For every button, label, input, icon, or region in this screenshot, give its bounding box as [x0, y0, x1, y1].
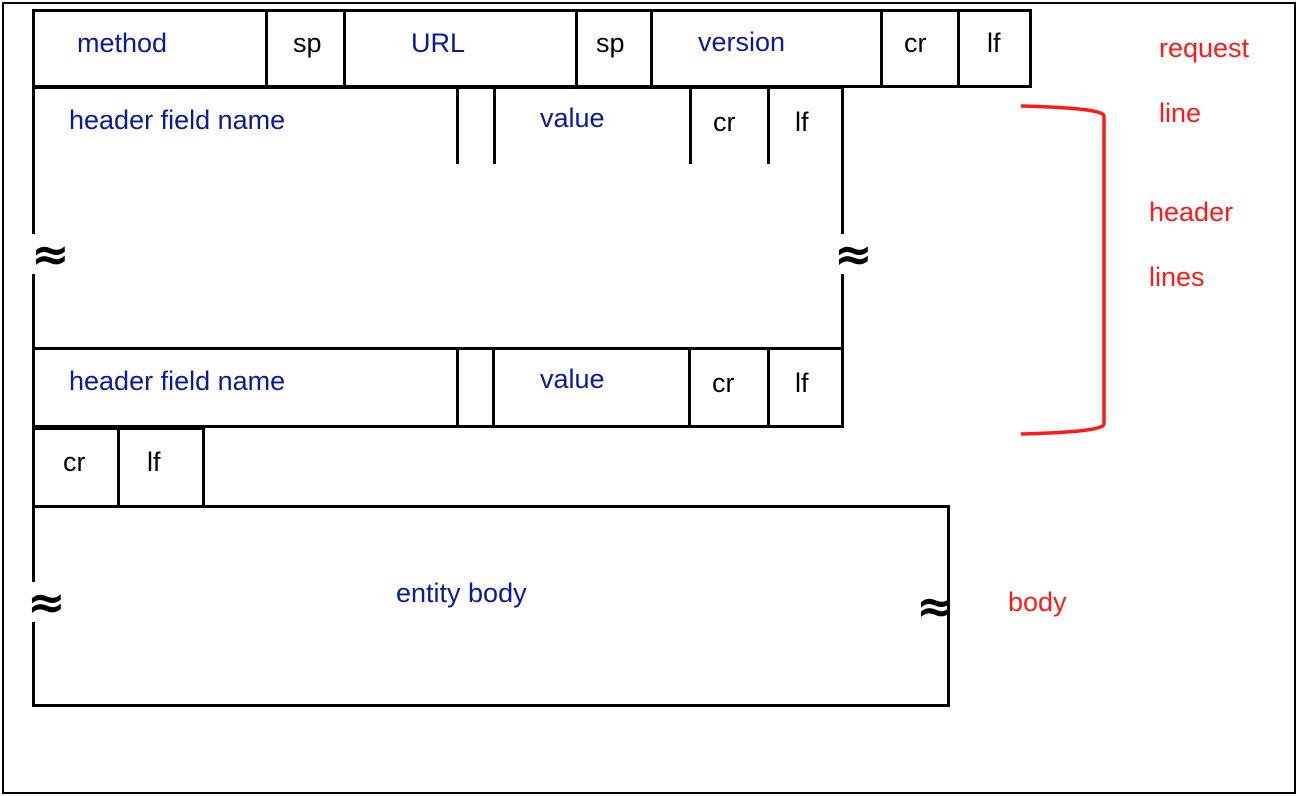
version-label: version	[698, 27, 786, 57]
blank-cr-label: cr	[63, 447, 86, 477]
header-value-label-1: value	[540, 103, 605, 133]
header-value-cell-2	[492, 347, 691, 428]
sp-cell-1	[265, 9, 346, 88]
additional-header-lines	[32, 164, 844, 350]
sp-label-2: sp	[596, 28, 625, 58]
sp-label-1: sp	[293, 28, 322, 58]
header-cr-label-2: cr	[712, 368, 735, 398]
header-lines-annotation-2: lines	[1149, 262, 1205, 292]
header-value-label-2: value	[540, 364, 605, 394]
method-label: method	[77, 28, 168, 58]
entity-body-label: entity body	[396, 578, 527, 608]
header-name-label-1: header field name	[69, 105, 286, 135]
header-cr-label-1: cr	[713, 107, 736, 137]
header-cr-cell-1	[689, 86, 770, 167]
entity-body-box	[32, 505, 950, 707]
header-lines-annotation-1: header	[1149, 197, 1234, 227]
version-cell	[650, 9, 883, 88]
blank-lf-label: lf	[147, 447, 161, 477]
header-name-label-2: header field name	[69, 366, 286, 396]
lf-label-request: lf	[987, 28, 1001, 58]
header-name-cell-2	[32, 347, 459, 428]
url-label: URL	[411, 28, 466, 58]
lf-cell-request	[957, 9, 1032, 88]
blank-lf-cell	[117, 427, 205, 508]
request-line-annotation-1: request	[1159, 33, 1250, 63]
body-annotation: body	[1008, 587, 1067, 617]
header-sp-cell-2	[456, 347, 495, 428]
header-value-cell-1	[493, 86, 692, 167]
request-line-annotation-2: line	[1159, 98, 1202, 128]
header-lf-label-1: lf	[795, 107, 809, 137]
header-lf-cell-2	[767, 347, 844, 428]
header-lf-label-2: lf	[795, 368, 809, 398]
cr-label-request: cr	[904, 28, 927, 58]
